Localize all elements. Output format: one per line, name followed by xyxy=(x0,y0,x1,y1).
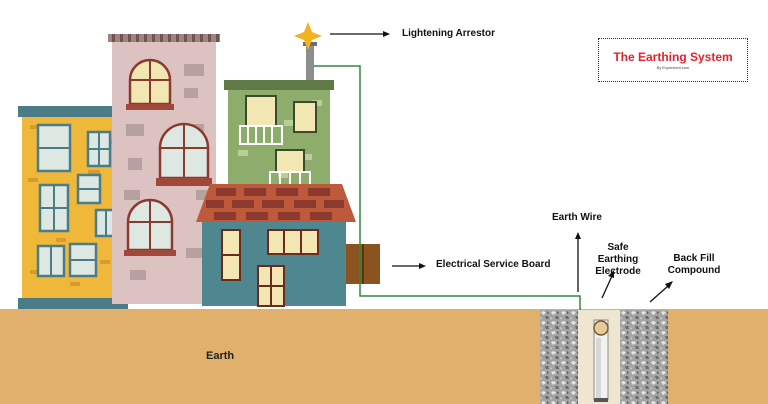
lightning-arrestor xyxy=(294,22,322,80)
star-icon xyxy=(294,22,322,50)
label-electrode-line1: Safe Earthing xyxy=(597,242,639,265)
label-earthing-electrode: Safe Earthing Electrode xyxy=(588,242,648,278)
electrical-service-board xyxy=(346,244,380,284)
label-lightening-arrestor: Lightening Arrestor xyxy=(402,28,495,39)
label-earth-wire: Earth Wire xyxy=(552,212,602,223)
label-backfill-line2: Compound xyxy=(667,265,721,276)
earthing-electrode xyxy=(593,319,609,402)
label-service-board: Electrical Service Board xyxy=(436,259,551,270)
title-credit: By Expertcivil.com xyxy=(656,65,690,70)
title-box: The Earthing System By Expertcivil.com xyxy=(598,38,748,82)
label-electrode-line2: Electrode xyxy=(595,266,641,277)
label-earth: Earth xyxy=(206,350,235,362)
pointer-arrows xyxy=(330,31,673,303)
diagram-title: The Earthing System xyxy=(613,50,733,64)
earth-wire-line xyxy=(314,65,600,329)
yellow-building xyxy=(18,106,128,309)
house-roof xyxy=(196,184,356,222)
label-backfill-line1: Back Fill xyxy=(673,253,715,264)
teal-house xyxy=(202,222,346,307)
green-building xyxy=(224,80,334,194)
label-backfill-compound: Back Fill Compound xyxy=(664,253,724,277)
pink-building xyxy=(108,34,220,304)
